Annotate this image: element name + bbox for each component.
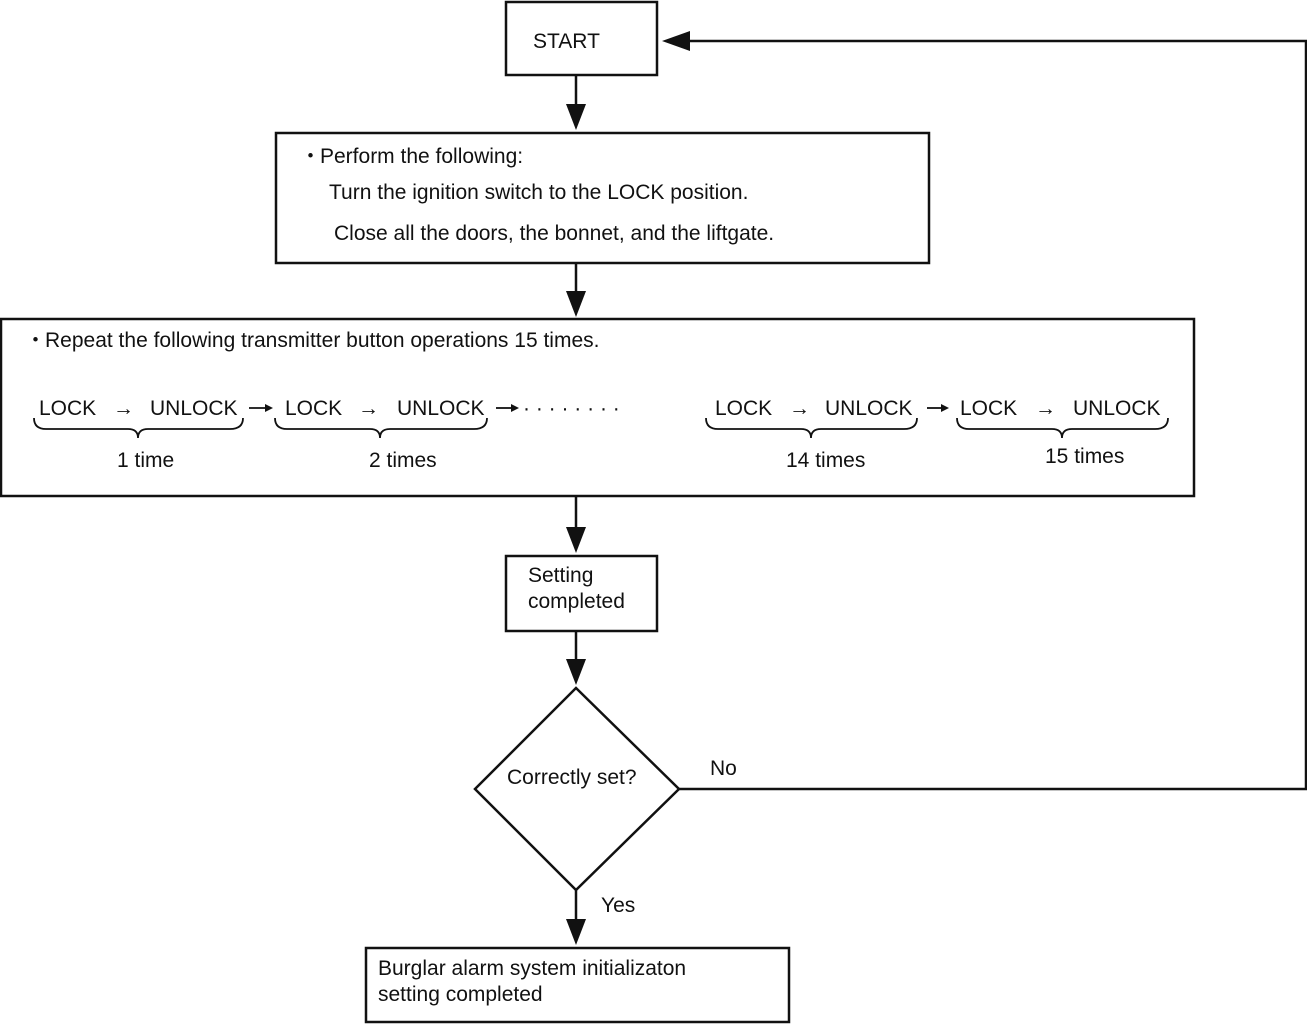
count-label: 2 times (369, 449, 437, 472)
lock-label: LOCK (39, 397, 96, 420)
arrowhead (566, 527, 586, 553)
count-label: 15 times (1045, 445, 1124, 468)
lock-unlock-arrow: → (358, 397, 379, 420)
arrowhead (511, 404, 519, 412)
arrowhead (566, 659, 586, 685)
prep-title: Perform the following: (320, 145, 523, 168)
sequence-ellipsis: · · · · · · · · (523, 397, 620, 420)
sequence-group-4: LOCK → UNLOCK 15 times (956, 397, 1169, 468)
final-node: Burglar alarm system initializaton setti… (364, 946, 791, 1024)
arrow-setting-to-decision (566, 631, 586, 685)
decision-diamond (473, 686, 681, 892)
arrow-repeat-to-setting (566, 496, 586, 553)
no-label: No (710, 757, 737, 780)
prep-line-2: Close all the doors, the bonnet, and the… (334, 222, 774, 245)
start-box (504, 0, 659, 77)
arrowhead (941, 404, 949, 412)
yes-label: Yes (601, 894, 635, 917)
repeat-title: Repeat the following transmitter button … (45, 329, 599, 352)
count-label: 14 times (786, 449, 865, 472)
arrowhead (566, 291, 586, 317)
lock-unlock-arrow: → (1035, 397, 1056, 420)
arrowhead (566, 919, 586, 945)
lock-unlock-arrow: → (113, 397, 134, 420)
sequence-group-2: LOCK → UNLOCK 2 times (274, 397, 488, 472)
decision-node: Correctly set? (473, 686, 681, 892)
setting-box (504, 554, 659, 633)
arrow-prep-to-repeat (566, 263, 586, 317)
setting-line-2: completed (528, 590, 625, 613)
lock-label: LOCK (715, 397, 772, 420)
arrowhead (265, 404, 273, 412)
setting-line-1: Setting (528, 564, 593, 587)
brace (33, 417, 244, 439)
sequence-connector-2 (496, 404, 519, 412)
unlock-label: UNLOCK (397, 397, 485, 420)
final-line-1: Burglar alarm system initializaton (378, 957, 686, 980)
start-label: START (533, 30, 600, 53)
decision-label: Correctly set? (507, 766, 637, 789)
prep-line-1: Turn the ignition switch to the LOCK pos… (329, 181, 748, 204)
arrow-start-to-prep (566, 75, 586, 130)
final-box (364, 946, 791, 1024)
brace (956, 417, 1169, 439)
sequence-connector-3 (927, 404, 949, 412)
edge-no-loop: No (662, 31, 1307, 791)
arrowhead (662, 31, 690, 51)
count-label: 1 time (117, 449, 174, 472)
start-node: START (504, 0, 659, 77)
setting-node: Setting completed (504, 554, 659, 633)
sequence-group-1: LOCK → UNLOCK 1 time (33, 397, 244, 472)
lock-unlock-arrow: → (789, 397, 810, 420)
sequence-connector-1 (249, 404, 273, 412)
sequence-group-3: LOCK → UNLOCK 14 times (705, 397, 918, 472)
repeat-bullet: ・ (25, 329, 46, 352)
brace (705, 417, 918, 439)
prep-node: ・ Perform the following: Turn the igniti… (274, 131, 931, 265)
final-line-2: setting completed (378, 983, 543, 1006)
repeat-box (0, 317, 1196, 498)
lock-label: LOCK (960, 397, 1017, 420)
unlock-label: UNLOCK (150, 397, 238, 420)
arrowhead (566, 104, 586, 130)
brace (274, 417, 488, 439)
prep-bullet: ・ (300, 145, 321, 168)
repeat-node: ・ Repeat the following transmitter butto… (0, 317, 1196, 498)
prep-box (274, 131, 931, 265)
edge-yes: Yes (566, 890, 635, 945)
unlock-label: UNLOCK (1073, 397, 1161, 420)
no-loop-line (679, 39, 1307, 791)
unlock-label: UNLOCK (825, 397, 913, 420)
lock-label: LOCK (285, 397, 342, 420)
